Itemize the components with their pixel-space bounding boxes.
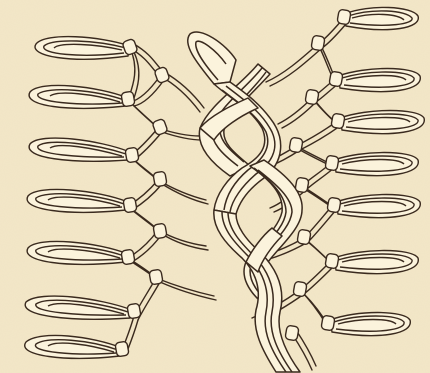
knot [327, 197, 341, 213]
knot [295, 177, 309, 193]
knot [285, 325, 299, 341]
knot [127, 303, 141, 319]
right-loop [334, 251, 418, 274]
knot [123, 197, 137, 213]
knot [125, 147, 139, 163]
knot [115, 341, 129, 357]
knot [321, 315, 335, 331]
right-loop [330, 313, 410, 336]
knot [329, 71, 343, 87]
knot [297, 229, 311, 245]
knot [121, 249, 135, 265]
knot [325, 253, 339, 269]
knot [337, 9, 351, 25]
knot [121, 91, 135, 107]
knot [153, 223, 167, 239]
knot [293, 281, 307, 297]
knot [149, 269, 163, 285]
knot [311, 35, 325, 51]
knot [153, 171, 167, 187]
right-loop [338, 69, 420, 92]
knot [331, 113, 345, 129]
knot [289, 137, 303, 153]
right-loop [336, 195, 420, 218]
right-loop [340, 111, 424, 134]
right-loop [334, 153, 418, 176]
knot [325, 155, 339, 171]
knot [305, 89, 319, 105]
right-loop [344, 7, 418, 29]
